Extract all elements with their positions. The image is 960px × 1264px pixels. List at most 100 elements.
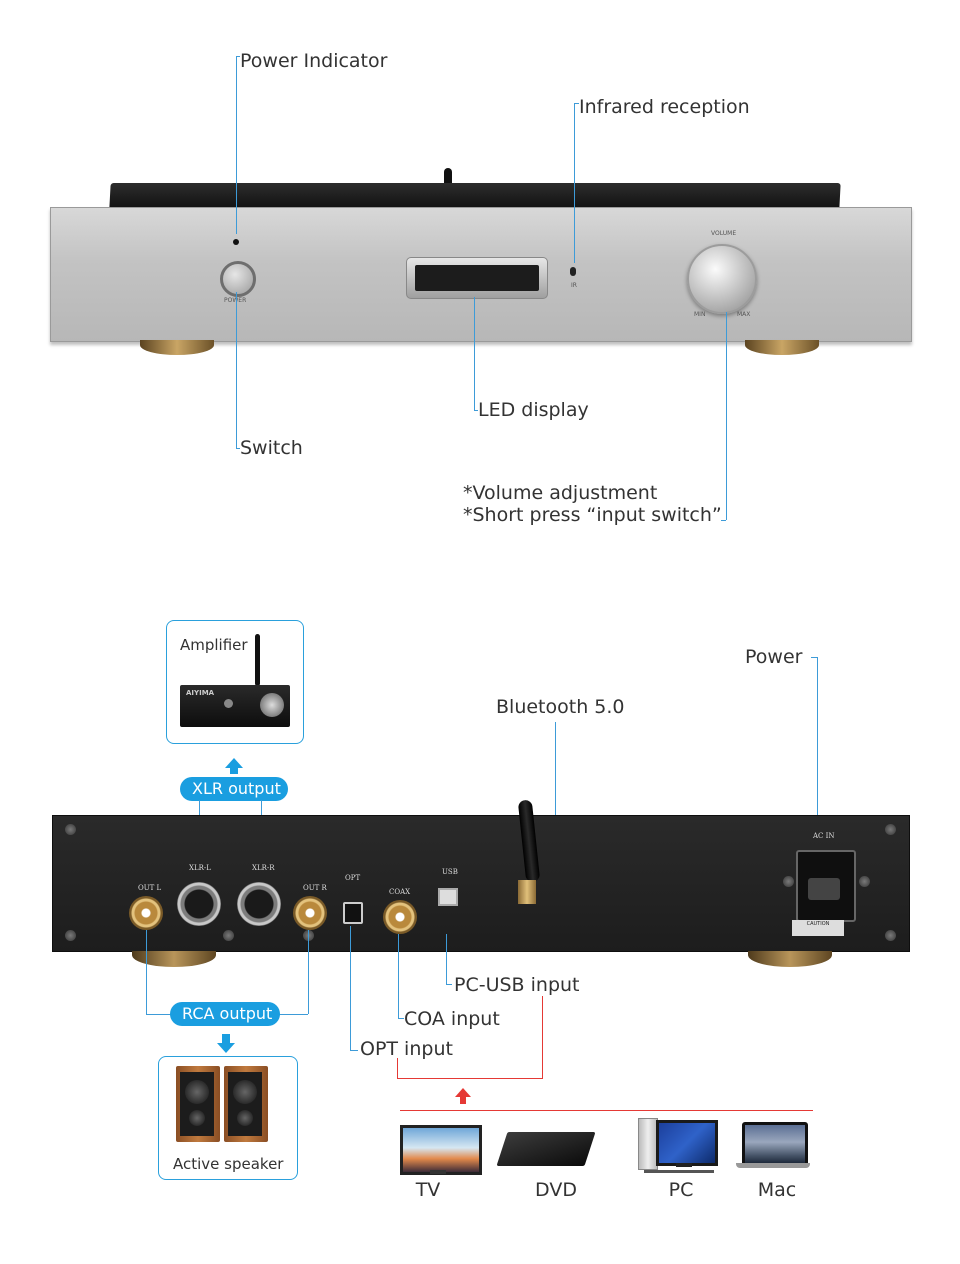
- screw: [859, 876, 870, 887]
- volume-label-1: *Volume adjustment: [463, 482, 658, 504]
- coax-text: COAX: [389, 888, 411, 896]
- red-bracket-right: [542, 996, 543, 1079]
- arrow-down-stem: [222, 1034, 230, 1043]
- red-bracket-bottom: [397, 1078, 543, 1079]
- usb-text: USB: [442, 868, 458, 876]
- power-text: POWER: [224, 297, 246, 304]
- rca-l-line: [146, 930, 147, 1014]
- pc-keyboard: [644, 1170, 714, 1173]
- pc-tower-image: [638, 1118, 658, 1170]
- rear-chassis: OUT L XLR-L XLR-R OUT R OPT COAX USB AC …: [52, 815, 910, 952]
- source-pc-label: PC: [668, 1179, 694, 1201]
- tv-stand: [430, 1170, 446, 1174]
- ir-text: IR: [571, 282, 577, 289]
- pc-usb-line: [446, 934, 447, 984]
- xlr-l-text: XLR-L: [189, 864, 211, 872]
- switch-line-tick: [236, 448, 240, 449]
- power-indicator-line: [236, 56, 237, 234]
- xlr-r-text: XLR-R: [252, 864, 275, 872]
- front-foot-left: [140, 340, 214, 355]
- red-bracket-left: [397, 1058, 398, 1078]
- xlr-output-pill: XLR output: [180, 777, 288, 801]
- bluetooth-label: Bluetooth 5.0: [496, 696, 625, 718]
- out-l-text: OUT L: [138, 884, 162, 892]
- switch-line: [236, 292, 237, 448]
- mac-base: [736, 1163, 810, 1168]
- coax-jack[interactable]: [383, 900, 417, 934]
- tv-image: [400, 1125, 482, 1175]
- screw: [783, 876, 794, 887]
- bluetooth-antenna-base: [518, 880, 536, 904]
- dvd-image: [496, 1132, 596, 1166]
- power-switch-button[interactable]: [220, 261, 256, 297]
- front-foot-right: [745, 340, 819, 355]
- arrow-down-icon: [217, 1043, 235, 1053]
- pc-monitor-image: [656, 1120, 718, 1166]
- rca-out-l-jack[interactable]: [129, 896, 163, 930]
- volume-knob[interactable]: [687, 244, 757, 314]
- xlr-l-jack[interactable]: [177, 882, 221, 926]
- speaker-right-image: [224, 1066, 268, 1142]
- bluetooth-line: [555, 722, 556, 894]
- amplifier-antenna: [255, 634, 260, 686]
- ac-socket-inner: [808, 878, 840, 900]
- opt-text: OPT: [345, 874, 361, 882]
- ac-in-text: AC IN: [813, 832, 835, 840]
- opt-line: [350, 926, 351, 1050]
- infrared-line-tick: [574, 103, 579, 104]
- rca-out-r-jack[interactable]: [293, 896, 327, 930]
- infrared-label: Infrared reception: [579, 96, 750, 118]
- volume-line-tick: [721, 520, 726, 521]
- source-mac-label: Mac: [757, 1179, 797, 1201]
- xlr-r-jack[interactable]: [237, 882, 281, 926]
- amplifier-jack: [224, 699, 233, 708]
- active-speaker-label: Active speaker: [173, 1155, 284, 1173]
- rca-l-line-h: [146, 1014, 176, 1015]
- red-arrow-stem: [460, 1096, 466, 1104]
- speaker-driver: [233, 1080, 257, 1104]
- led-display-line-tick: [474, 410, 478, 411]
- amplifier-knob: [260, 693, 284, 717]
- front-chassis-top: [109, 183, 841, 209]
- power-line: [817, 657, 818, 827]
- switch-label: Switch: [240, 437, 303, 459]
- screw: [885, 824, 896, 835]
- opt-label: OPT input: [360, 1038, 453, 1060]
- red-arrow-up-icon: [455, 1088, 471, 1097]
- power-indicator-label: Power Indicator: [240, 50, 388, 72]
- power-line-tick: [811, 657, 817, 658]
- max-text: MAX: [737, 311, 751, 318]
- screw: [885, 930, 896, 941]
- usb-jack[interactable]: [438, 888, 458, 906]
- sources-divider: [400, 1110, 813, 1111]
- pc-usb-label: PC-USB input: [454, 974, 580, 996]
- pc-stand: [676, 1163, 692, 1167]
- rca-r-line: [308, 930, 309, 1014]
- optical-jack[interactable]: [343, 902, 363, 924]
- led-display: [406, 257, 548, 299]
- led-display-line: [474, 297, 475, 411]
- amplifier-brand: AIYIMA: [186, 689, 215, 697]
- volume-line: [726, 312, 727, 520]
- led-display-label: LED display: [478, 399, 589, 421]
- power-indicator-led: [233, 239, 239, 245]
- speaker-tweeter: [237, 1110, 253, 1126]
- rca-output-pill: RCA output: [170, 1002, 280, 1026]
- rear-foot-left: [132, 951, 216, 967]
- ir-sensor: [570, 267, 576, 276]
- volume-label-2: *Short press “input switch”: [463, 504, 722, 526]
- rca-r-line-h: [278, 1014, 308, 1015]
- caution-text: CAUTION: [806, 921, 830, 927]
- screw: [65, 930, 76, 941]
- mac-image: [742, 1122, 808, 1166]
- speaker-tweeter: [189, 1110, 205, 1126]
- opt-line-tick: [350, 1050, 358, 1051]
- ac-power-socket[interactable]: [796, 850, 856, 922]
- speaker-left-image: [176, 1066, 220, 1142]
- infrared-line: [574, 103, 575, 263]
- coa-label: COA input: [404, 1008, 500, 1030]
- volume-text: VOLUME: [711, 230, 737, 237]
- amplifier-label: Amplifier: [180, 636, 248, 654]
- arrow-up-stem: [230, 766, 238, 774]
- speaker-driver: [185, 1080, 209, 1104]
